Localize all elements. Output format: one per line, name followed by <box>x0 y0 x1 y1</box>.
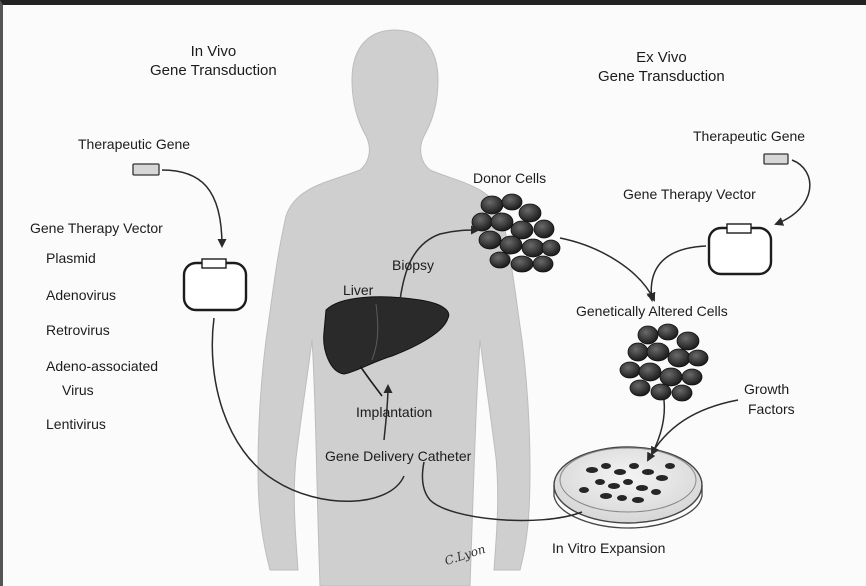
biopsy-label: Biopsy <box>392 257 434 274</box>
vector-type-lentivirus: Lentivirus <box>46 416 106 433</box>
growth-factors-label-line1: Growth <box>744 381 789 398</box>
vector-type-adeno-associated: Adeno-associated <box>46 358 158 375</box>
in-vivo-heading-line2: Gene Transduction <box>150 61 277 80</box>
left-gene-box <box>133 164 159 175</box>
petri-dish <box>554 447 702 528</box>
gene-delivery-catheter-label: Gene Delivery Catheter <box>325 448 471 465</box>
right-vector-title: Gene Therapy Vector <box>623 186 756 203</box>
left-vector-title: Gene Therapy Vector <box>30 220 163 237</box>
vector-type-plasmid: Plasmid <box>46 250 96 267</box>
growth-factors-label-line2: Factors <box>748 401 795 418</box>
vector-type-virus: Virus <box>62 382 94 399</box>
ex-vivo-heading: Ex Vivo Gene Transduction <box>598 48 725 86</box>
implantation-label: Implantation <box>356 404 432 421</box>
liver-label: Liver <box>343 282 373 299</box>
ex-vivo-heading-line2: Gene Transduction <box>598 67 725 86</box>
in-vitro-expansion-label: In Vitro Expansion <box>552 540 665 557</box>
ex-vivo-heading-line1: Ex Vivo <box>598 48 725 67</box>
left-vector-container <box>184 263 246 310</box>
altered-cell-cluster <box>620 324 708 401</box>
in-vivo-heading: In Vivo Gene Transduction <box>150 42 277 80</box>
donor-cells-label: Donor Cells <box>473 170 546 187</box>
left-vector-gene <box>202 259 226 268</box>
genetically-altered-cells-label: Genetically Altered Cells <box>576 303 728 320</box>
right-gene-box <box>764 154 788 164</box>
in-vivo-heading-line1: In Vivo <box>150 42 277 61</box>
vector-type-adenovirus: Adenovirus <box>46 287 116 304</box>
right-therapeutic-gene-label: Therapeutic Gene <box>693 128 805 145</box>
left-therapeutic-gene-label: Therapeutic Gene <box>78 136 190 153</box>
right-vector-container <box>709 228 771 274</box>
right-vector-gene <box>727 224 751 233</box>
vector-type-retrovirus: Retrovirus <box>46 322 110 339</box>
